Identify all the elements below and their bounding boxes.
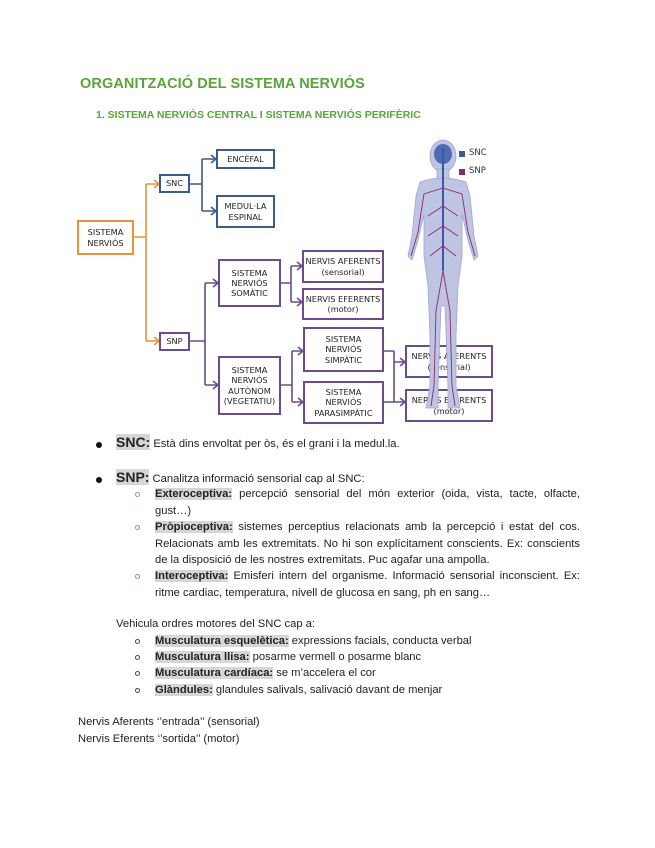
box-efer-somatic: NERVIS EFERENTS (motor) xyxy=(302,288,384,320)
bullet-snp xyxy=(96,477,102,483)
snp-nerves xyxy=(410,187,476,407)
motor-item-llisa: Musculatura llisa: posarme vermell o pos… xyxy=(155,651,422,663)
sensory-item-propioceptiva: Pròpioceptiva: sistemes perceptius relac… xyxy=(155,521,580,566)
motor-item-cardiaca: Musculatura cardíaca: se m’accelera el c… xyxy=(155,667,376,679)
snp-description: SNP: Canalitza informació sensorial cap … xyxy=(116,469,596,488)
page-title: ORGANITZACIÓ DEL SISTEMA NERVIÓS xyxy=(80,76,365,92)
box-sistema-nervios: SISTEMA NERVIÓS xyxy=(77,220,134,255)
box-snc: SNC xyxy=(159,174,190,193)
sensory-item-interoceptiva: Interoceptiva: Emisferi intern del organ… xyxy=(155,570,580,599)
sub-bullet xyxy=(135,688,140,693)
motor-item-glandules: Glàndules: glandules salivals, salivació… xyxy=(155,684,443,696)
box-encefal: ENCÈFAL xyxy=(216,149,275,169)
box-simpatic: SISTEMA NERVIÓS SIMPÀTIC xyxy=(303,327,384,372)
section-heading: 1. SISTEMA NERVIÓS CENTRAL I SISTEMA NER… xyxy=(96,109,421,121)
box-snp: SNP xyxy=(159,332,190,351)
note-eferents: Nervis Eferents ‘’sortida’’ (motor) xyxy=(78,733,240,745)
legend-snc-swatch xyxy=(459,151,465,157)
box-medulla: MEDUL·LA ESPINAL xyxy=(216,195,275,228)
nervous-system-body-illustration xyxy=(407,139,479,409)
sub-bullet xyxy=(135,525,140,530)
note-aferents: Nervis Aferents ‘’entrada’’ (sensorial) xyxy=(78,716,260,728)
sub-bullet xyxy=(135,639,140,644)
legend-snp-swatch xyxy=(459,169,465,175)
snc-description: SNC: Està dins envoltat per òs, és el gr… xyxy=(116,434,596,453)
legend-snc-label: SNC xyxy=(469,148,487,158)
box-autonom: SISTEMA NERVIÓS AUTÒNOM (VEGETATIU) xyxy=(218,356,281,415)
snc-key: SNC: xyxy=(116,434,151,450)
motor-item-esqueletica: Musculatura esquelètica: expressions fac… xyxy=(155,635,472,647)
box-somatic: SISTEMA NERVIÓS SOMÀTIC xyxy=(218,259,281,307)
motor-intro: Vehicula ordres motores del SNC cap a: xyxy=(116,618,315,630)
sensory-item-exteroceptiva: Exteroceptiva: percepció sensorial del m… xyxy=(155,488,580,517)
sub-bullet xyxy=(135,655,140,660)
orange-connectors xyxy=(134,179,161,346)
box-afer-somatic: NERVIS AFERENTS (sensorial) xyxy=(302,250,384,283)
snp-text: Canalitza informació sensorial cap al SN… xyxy=(149,473,365,485)
box-parasimpatic: SISTEMA NERVIÓS PARASIMPÀTIC xyxy=(303,381,384,424)
snc-text: Està dins envoltat per òs, és el grani i… xyxy=(150,438,400,450)
bullet-snc xyxy=(96,442,102,448)
blue-connectors xyxy=(190,154,218,216)
snp-key: SNP: xyxy=(116,469,150,485)
sub-bullet xyxy=(135,492,140,497)
sub-bullet xyxy=(135,574,140,579)
sub-bullet xyxy=(135,671,140,676)
legend-snp-label: SNP xyxy=(469,166,486,176)
